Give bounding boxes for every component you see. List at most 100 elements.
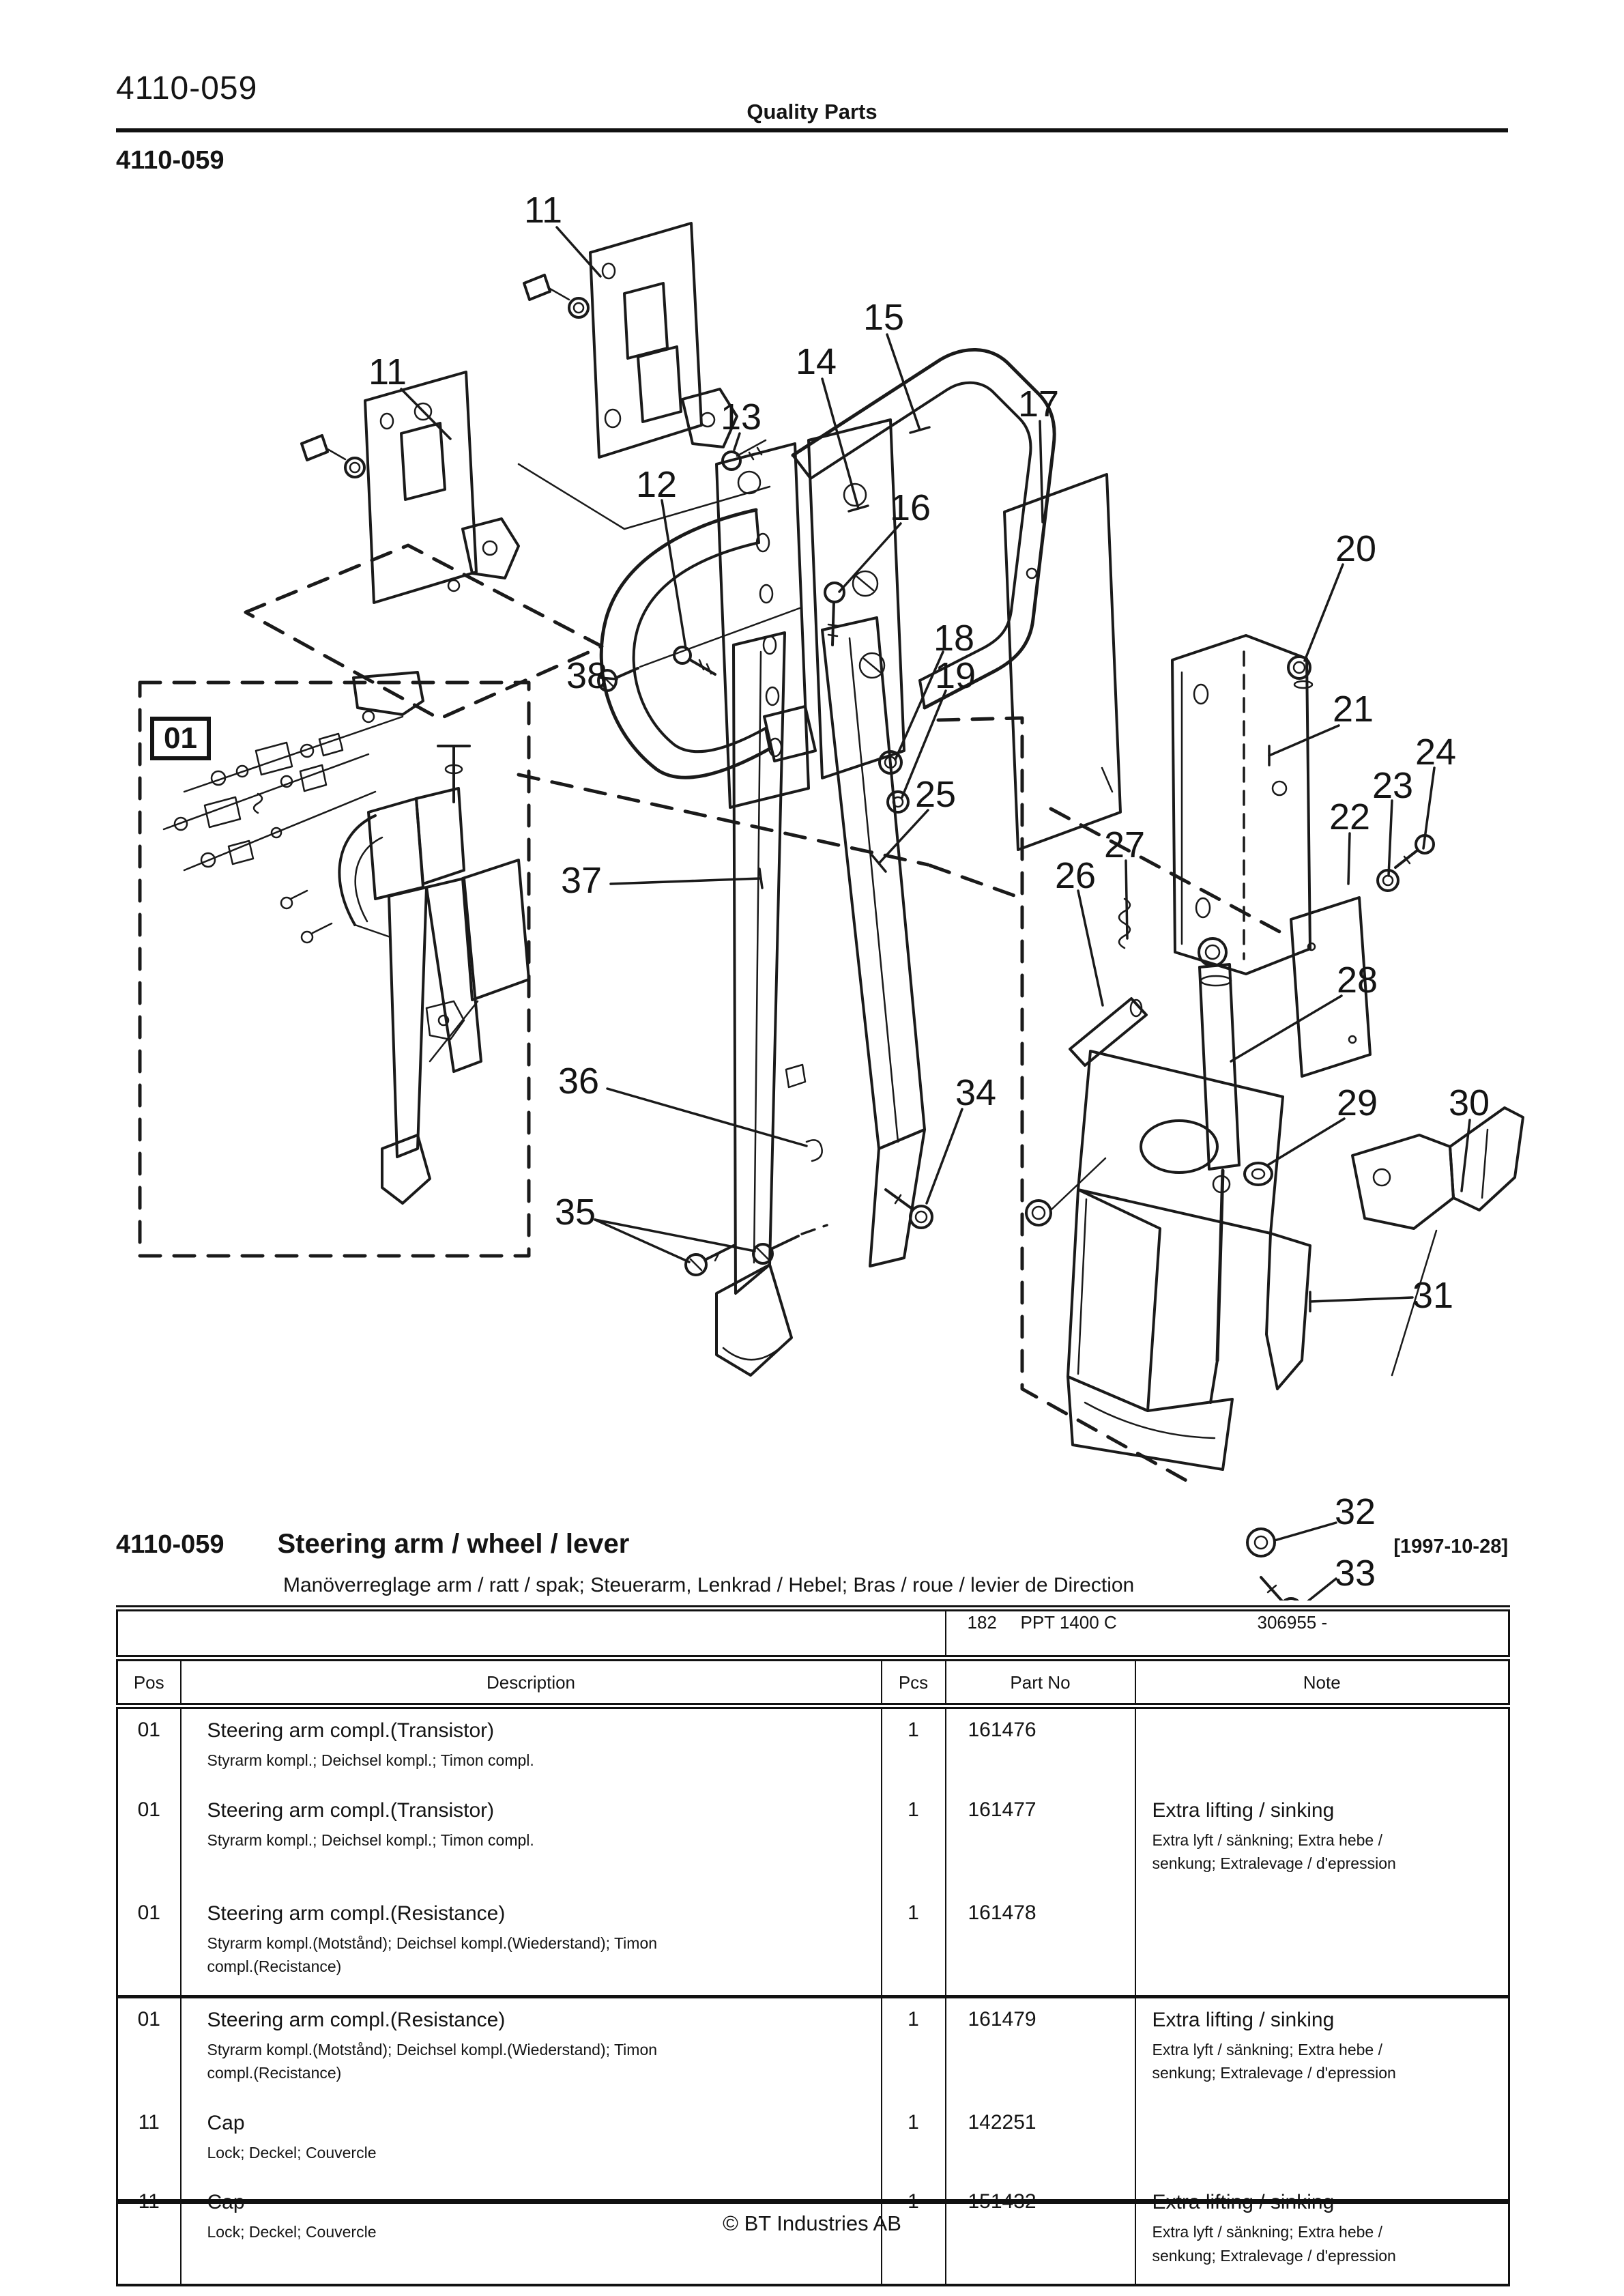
pin-26 (1069, 997, 1148, 1067)
plate-11-lower (244, 371, 604, 721)
spring-27 (1118, 898, 1131, 949)
callout-15: 15 (862, 297, 905, 338)
cell-pcs: 1 (880, 2101, 946, 2181)
col-header-description: Description (179, 1658, 882, 1709)
note-sub: Extra lyft / sänkning; Extra hebe / senk… (1152, 1831, 1396, 1873)
cell-description: Steering arm compl.(Resistance)Styrarm k… (179, 1891, 882, 1998)
subtitle: Manöverreglage arm / ratt / spak; Steuer… (283, 1574, 1135, 1596)
bolt-12 (673, 646, 716, 676)
callout-25: 25 (914, 774, 957, 815)
cell-pcs: 1 (880, 1891, 946, 1998)
callout-23: 23 (1372, 765, 1414, 806)
nut-19 (886, 790, 910, 814)
callout-16: 16 (889, 487, 931, 528)
model-serial: 306955 - (1257, 1612, 1328, 1633)
cell-part-no: 142251 (944, 2101, 1135, 2181)
callout-30: 30 (1448, 1082, 1490, 1123)
screw-13 (721, 439, 767, 471)
model-cell: 182 PPT 1400 C 306955 - (945, 1608, 1509, 1661)
description-main: Steering arm compl.(Transistor) (207, 1719, 495, 1742)
revision-date: [1997-10-28] (1393, 1536, 1508, 1558)
callout-35: 35 (554, 1192, 596, 1233)
callout-21: 21 (1332, 689, 1374, 730)
description-main: Steering arm compl.(Transistor) (207, 1798, 495, 1822)
callout-24: 24 (1415, 732, 1457, 773)
callout-34: 34 (955, 1072, 997, 1113)
callout-17: 17 (1017, 384, 1060, 425)
cell-note (1134, 1706, 1509, 1789)
callout-11: 11 (368, 351, 407, 392)
callout-11: 11 (523, 190, 563, 231)
callout-36: 36 (557, 1061, 600, 1102)
cell-pcs: 1 (880, 1706, 946, 1789)
cell-part-no: 161477 (944, 1788, 1135, 1892)
callout-18: 18 (933, 618, 975, 659)
callout-13: 13 (720, 397, 762, 437)
inset-box (138, 671, 531, 1258)
cell-part-no: 161478 (944, 1891, 1135, 1998)
screw-33 (1260, 1576, 1300, 1601)
mounting-plates (715, 418, 905, 809)
bracket-30 (1351, 1106, 1524, 1377)
description-sub: Lock; Deckel; Couvercle (207, 2223, 377, 2241)
plate-22 (1290, 896, 1372, 1078)
col-header-pcs: Pcs (880, 1658, 946, 1709)
cell-description: Steering arm compl.(Transistor)Styrarm k… (179, 1788, 882, 1892)
tiller-arm (715, 616, 926, 1377)
cell-part-no: 161476 (944, 1706, 1135, 1789)
callout-14: 14 (795, 341, 837, 382)
description-main: Cap (207, 2111, 245, 2134)
screw-34 (884, 1188, 933, 1229)
side-plate-17 (1003, 473, 1122, 851)
brand-title: Quality Parts (746, 100, 878, 124)
cell-pos: 01 (137, 1798, 160, 1821)
copyright: © BT Industries AB (723, 2211, 901, 2235)
handle-frame (791, 348, 1056, 710)
description-sub: Styrarm kompl.(Motstånd); Deichsel kompl… (207, 1934, 658, 1976)
bracket-21 (1171, 634, 1311, 975)
callout-29: 29 (1336, 1082, 1378, 1123)
cell-part-no: 151432 (944, 2181, 1135, 2285)
description-sub: Lock; Deckel; Couvercle (207, 2143, 377, 2162)
bolt-16 (824, 582, 845, 646)
table-row: 01 Steering arm compl.(Transistor)Styrarm… (117, 1788, 1509, 1892)
description-main: Steering arm compl.(Resistance) (207, 2008, 506, 2031)
inset-box-label: 01 (150, 717, 211, 760)
cell-part-no: 161479 (944, 1996, 1135, 2101)
callout-12: 12 (635, 464, 678, 505)
callout-32: 32 (1334, 1491, 1376, 1532)
model-name: PPT 1400 C (1020, 1612, 1117, 1633)
footer-rule (116, 2199, 1508, 2204)
washer-32 (1246, 1527, 1276, 1558)
callout-31: 31 (1412, 1275, 1454, 1316)
callout-27: 27 (1103, 824, 1146, 865)
table-header-row: Pos Description Pcs Part No Note (117, 1658, 1509, 1709)
callout-38: 38 (566, 655, 608, 696)
model-row-empty-cell (117, 1608, 946, 1661)
cell-pos: 01 (117, 1891, 181, 1998)
plate-11-upper (517, 222, 771, 530)
callout-26: 26 (1054, 855, 1097, 896)
callout-33: 33 (1334, 1553, 1376, 1594)
callout-22: 22 (1329, 797, 1371, 837)
note-main: Extra lifting / sinking (1152, 2008, 1335, 2031)
leader-lines (400, 226, 1471, 1601)
col-header-pos: Pos (117, 1658, 181, 1709)
cell-pcs: 1 (880, 1788, 946, 1892)
header-rule (116, 128, 1508, 132)
col-header-part-no: Part No (944, 1658, 1135, 1709)
callout-19: 19 (934, 655, 976, 696)
description-sub: Styrarm kompl.; Deichsel kompl.; Timon c… (207, 1751, 534, 1769)
callout-20: 20 (1335, 528, 1377, 569)
exploded-view-art (138, 222, 1524, 1601)
doc-code: 4110-059 (116, 70, 258, 106)
